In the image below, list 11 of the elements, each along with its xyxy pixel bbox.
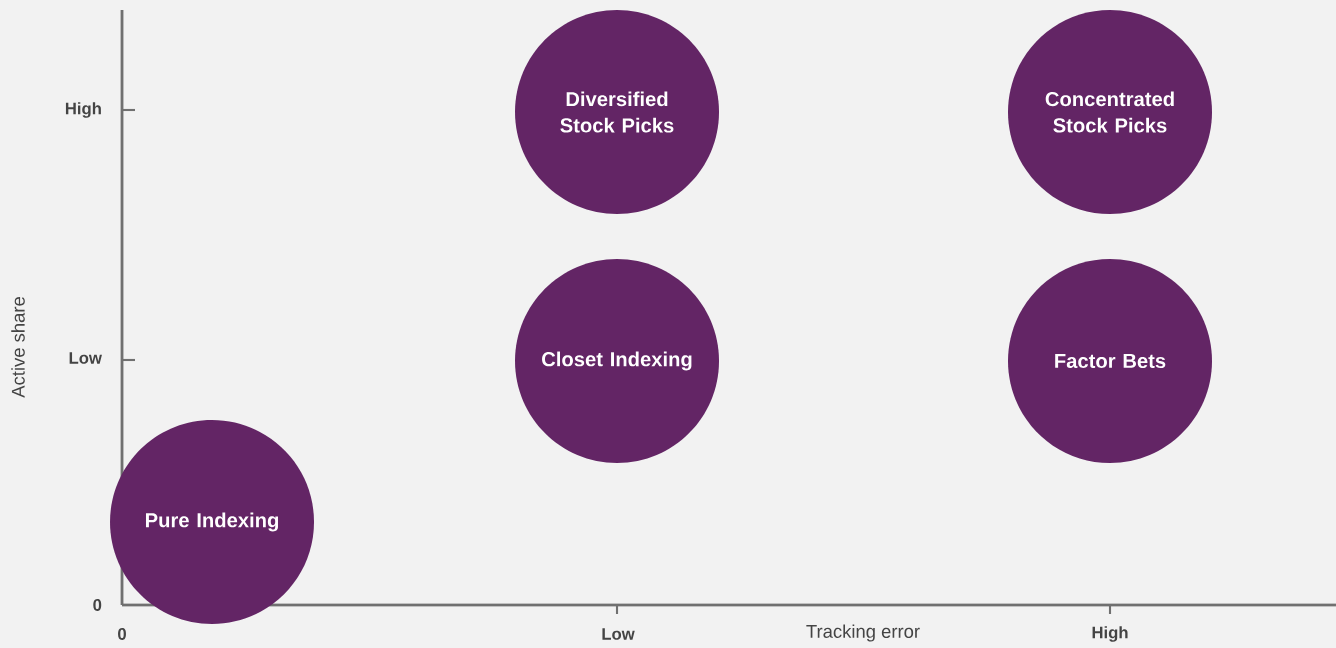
tick-label: Low xyxy=(602,628,635,640)
bubble: Pure Indexing xyxy=(110,420,314,624)
bubble: Diversified Stock Picks xyxy=(515,10,719,214)
tick-label: Low xyxy=(69,352,102,364)
bubble: Closet Indexing xyxy=(515,259,719,463)
bubble: Factor Bets xyxy=(1008,259,1212,463)
axis-title: Active share xyxy=(11,297,25,398)
axis-title: Tracking error xyxy=(806,624,920,642)
tick-label: High xyxy=(1092,626,1128,642)
tick-label: High xyxy=(65,102,101,118)
bubble: Concentrated Stock Picks xyxy=(1008,10,1212,214)
